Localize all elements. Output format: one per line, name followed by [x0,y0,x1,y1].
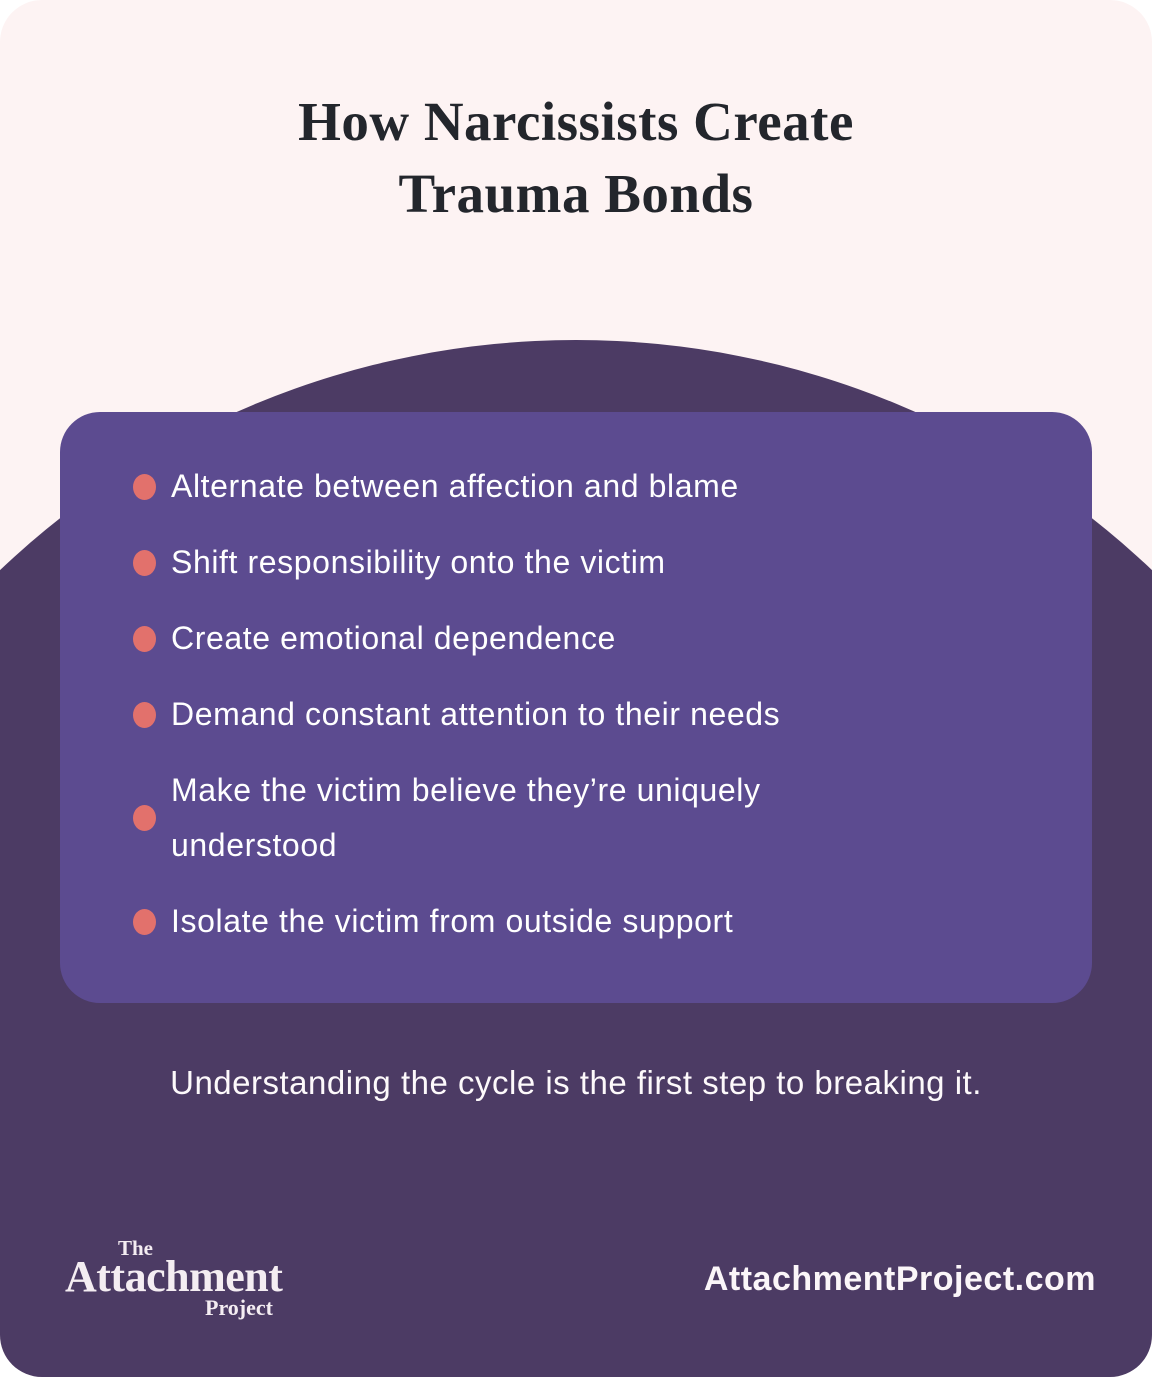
list-item: Alternate between affection and blame [133,459,1052,514]
logo-word-the: The [118,1236,154,1260]
title-line-2: Trauma Bonds [398,163,754,224]
list-item: Create emotional dependence [133,611,1052,666]
bullet-icon [133,625,156,652]
list-item: Shift responsibility onto the victim [133,535,1052,590]
list-item-text: Create emotional dependence [171,620,616,656]
list-item: Make the victim believe they’re uniquely… [133,763,1052,873]
bullet-icon [133,549,156,576]
list-item-text: Shift responsibility onto the victim [171,544,666,580]
attachment-project-logo: The Attachment Project [65,1236,283,1320]
page-title: How Narcissists Create Trauma Bonds [0,86,1152,230]
logo-word-project: Project [205,1295,273,1320]
list-item: Isolate the victim from outside support [133,894,1052,949]
list-item-text: Demand constant attention to their needs [171,696,781,732]
bullet-icon [133,473,156,500]
tagline: Understanding the cycle is the first ste… [170,1064,982,1101]
bullet-icon [133,908,156,935]
list-item-text: Isolate the victim from outside support [171,903,734,939]
list-item-text: Make the victim believe they’re uniquely… [171,772,761,863]
website-url: AttachmentProject.com [703,1260,1096,1298]
list-item: Demand constant attention to their needs [133,687,1052,742]
trauma-bond-tactics-card: Alternate between affection and blame Sh… [60,412,1092,1003]
bullet-icon [133,805,156,831]
logo-word-attachment: Attachment [65,1252,283,1301]
title-line-1: How Narcissists Create [298,91,854,152]
bullet-icon [133,701,156,728]
bullet-list: Alternate between affection and blame Sh… [60,412,1092,949]
list-item-text: Alternate between affection and blame [171,468,739,504]
